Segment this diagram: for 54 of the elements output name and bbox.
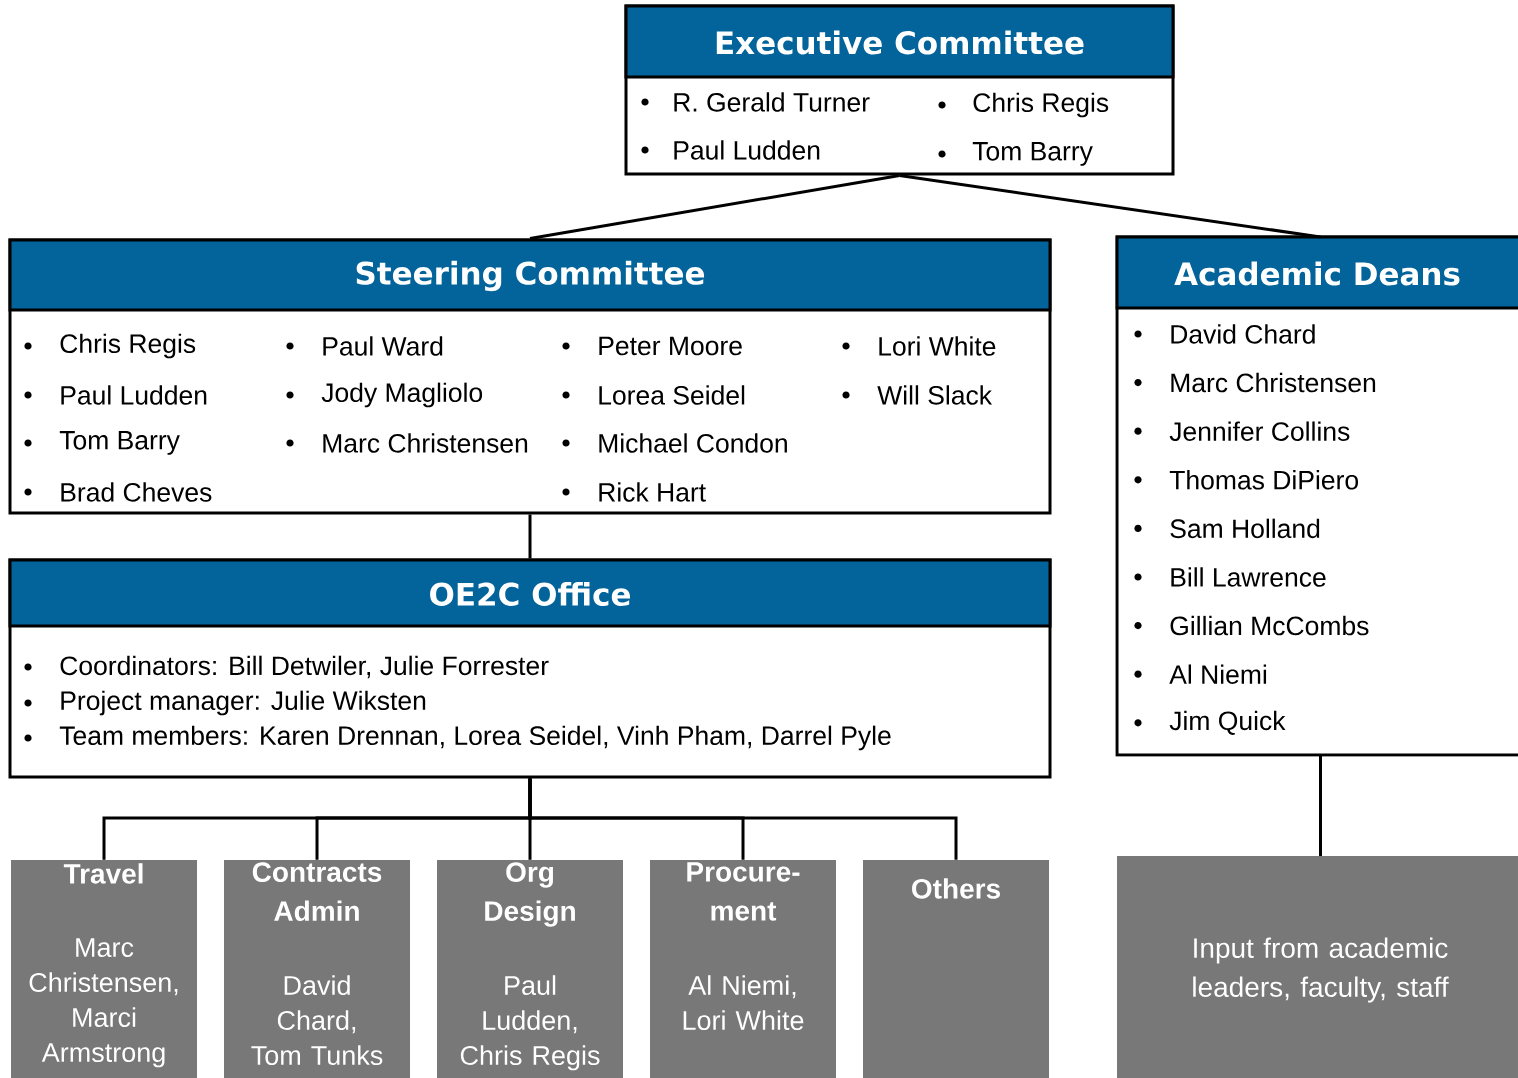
heading: Academic Deans [1174,261,1460,286]
team-heading: Travel [63,863,143,884]
list-item: Jennifer Collins [1134,421,1350,441]
list-item: Coordinators: Bill Detwiler, Julie Forrester [24,655,549,679]
connector-line [528,514,532,559]
list-item: Paul Ludden [641,140,820,160]
list-item: Marc Christensen [286,433,528,453]
team-box [650,860,836,1078]
list-item: Chris Regis [938,92,1109,118]
list-item: Tom Barry [938,142,1093,166]
team-box [1117,856,1518,1078]
list-item: Chris Regis [24,333,196,359]
team-members: Paul Ludden, Chris Regis [460,975,600,1071]
team-members: Al Niemi, Lori White [683,975,804,1031]
list-item: Rick Hart [562,482,706,502]
list-item: Brad Cheves [24,482,212,502]
list-item: Marc Christensen [1134,372,1376,393]
list-item: Peter Moore [562,336,742,356]
team-box [437,860,623,1078]
connector-line [899,174,1321,239]
team-box [863,860,1049,1078]
team-members: Marc Christensen, Marci Armstrong [29,938,178,1068]
team-heading: Procure-ment [687,862,800,921]
list-item: Jim Quick [1134,710,1286,735]
connector-line [529,174,900,240]
team-box [11,860,197,1078]
list-item: Team members: Karen Drennan, Lorea Seidel, Vinh Pham, Darrel Pyle [24,725,891,751]
heading: Executive Committee [716,30,1084,55]
list-item: Will Slack [842,385,993,405]
note-text: Input from academic leaders, faculty, staff [1193,937,1449,1003]
team-box [224,860,410,1078]
list-item: Paul Ward [286,336,443,356]
list-item: Michael Condon [562,433,787,453]
heading: Steering Committee [356,260,705,292]
list-item: Bill Lawrence [1134,567,1326,587]
list-item: Jody Magliolo [286,382,483,408]
list-item: Lori White [842,336,996,356]
list-item: Al Niemi [1134,664,1267,684]
list-item: Tom Barry [24,431,180,455]
list-item: Lorea Seidel [562,385,745,405]
list-item: Paul Ludden [24,385,207,405]
team-heading: Contracts Admin [252,862,382,921]
connector-line [1319,755,1322,856]
list-item: Sam Holland [1134,518,1320,539]
heading: OE2C Office [430,582,630,606]
list-item: Gillian McCombs [1134,615,1369,636]
list-item: Project manager: Julie Wiksten [24,690,426,716]
team-heading: Others [912,878,1000,899]
team-heading: Org Design [485,862,575,927]
connector-line [528,778,958,860]
list-item: David Chard [1134,324,1315,344]
team-members: David Chard, Tom Tunks [251,975,383,1066]
list-item: Thomas DiPiero [1134,470,1359,490]
list-item: R. Gerald Turner [641,92,870,112]
